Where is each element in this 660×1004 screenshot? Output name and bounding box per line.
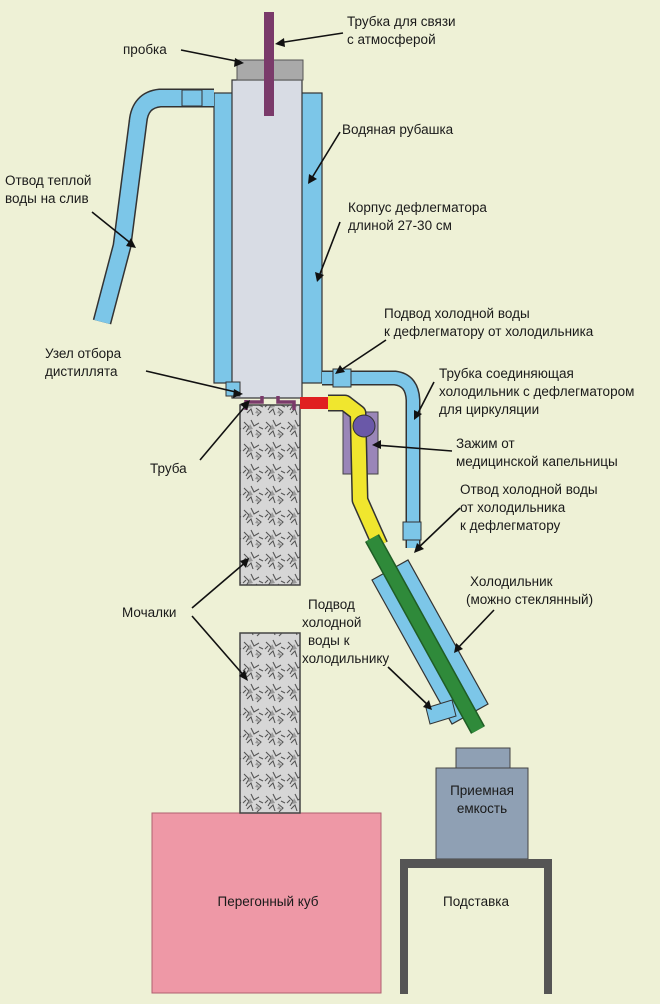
atmosphere-tube <box>264 12 274 116</box>
label-clamp-1: Зажим от <box>456 436 515 451</box>
label-cooler-feed-2: холодной <box>302 615 361 630</box>
label-connect-tube-3: для циркуляции <box>439 402 539 417</box>
label-atmosphere-tube-2: с атмосферой <box>347 32 436 47</box>
label-cooler-feed-3: воды к <box>308 633 350 648</box>
leader-lines <box>91 32 495 710</box>
stand <box>400 859 552 994</box>
cooler-feed-stub <box>425 699 457 725</box>
label-connect-tube-1: Трубка соединяющая <box>439 366 574 381</box>
label-stand: Подставка <box>443 894 509 909</box>
label-column-body-2: длиной 27-30 см <box>348 218 452 233</box>
packing-upper <box>239 404 301 586</box>
label-cold-out-2: от холодильника <box>460 500 566 515</box>
label-atmosphere-tube-1: Трубка для связи <box>347 14 456 29</box>
label-takeoff-2: дистиллята <box>45 364 118 379</box>
label-column-body-1: Корпус дефлегматора <box>348 200 487 215</box>
label-sponges: Мочалки <box>122 605 176 620</box>
label-cold-out-1: Отвод холодной воды <box>460 482 598 497</box>
label-cooler-feed-4: холодильнику <box>302 651 389 666</box>
label-water-jacket: Водяная рубашка <box>342 122 454 137</box>
clamp-knob <box>352 414 376 438</box>
label-cold-in-1: Подвод холодной воды <box>384 306 530 321</box>
receiver <box>435 767 529 860</box>
dephlegmator-body <box>231 79 303 399</box>
label-boiler: Перегонный куб <box>218 894 319 909</box>
boiler <box>151 812 382 994</box>
label-warm-water-1: Отвод теплой <box>5 173 91 188</box>
label-pipe: Труба <box>150 461 187 476</box>
label-cooler-2: (можно стеклянный) <box>466 592 593 607</box>
label-cooler-1: Холодильник <box>470 574 553 589</box>
label-connect-tube-2: холодильник с дефлегматором <box>439 384 634 399</box>
packing-lower <box>239 632 301 814</box>
receiver-neck <box>455 747 511 769</box>
label-cold-in-2: к дефлегматору от холодильника <box>384 324 594 339</box>
labels: Трубка для связи с атмосферой пробка Вод… <box>5 14 634 909</box>
label-receiver-2: емкость <box>457 801 507 816</box>
label-clamp-2: медицинской капельницы <box>456 454 618 469</box>
distillate-outlet <box>300 397 334 409</box>
label-warm-water-2: воды на слив <box>5 191 89 206</box>
label-cork: пробка <box>123 42 167 57</box>
label-cooler-feed-1: Подвод <box>308 597 355 612</box>
label-cold-out-3: к дефлегматору <box>460 518 561 533</box>
label-receiver-1: Приемная <box>450 783 514 798</box>
label-takeoff-1: Узел отбора <box>45 346 122 361</box>
